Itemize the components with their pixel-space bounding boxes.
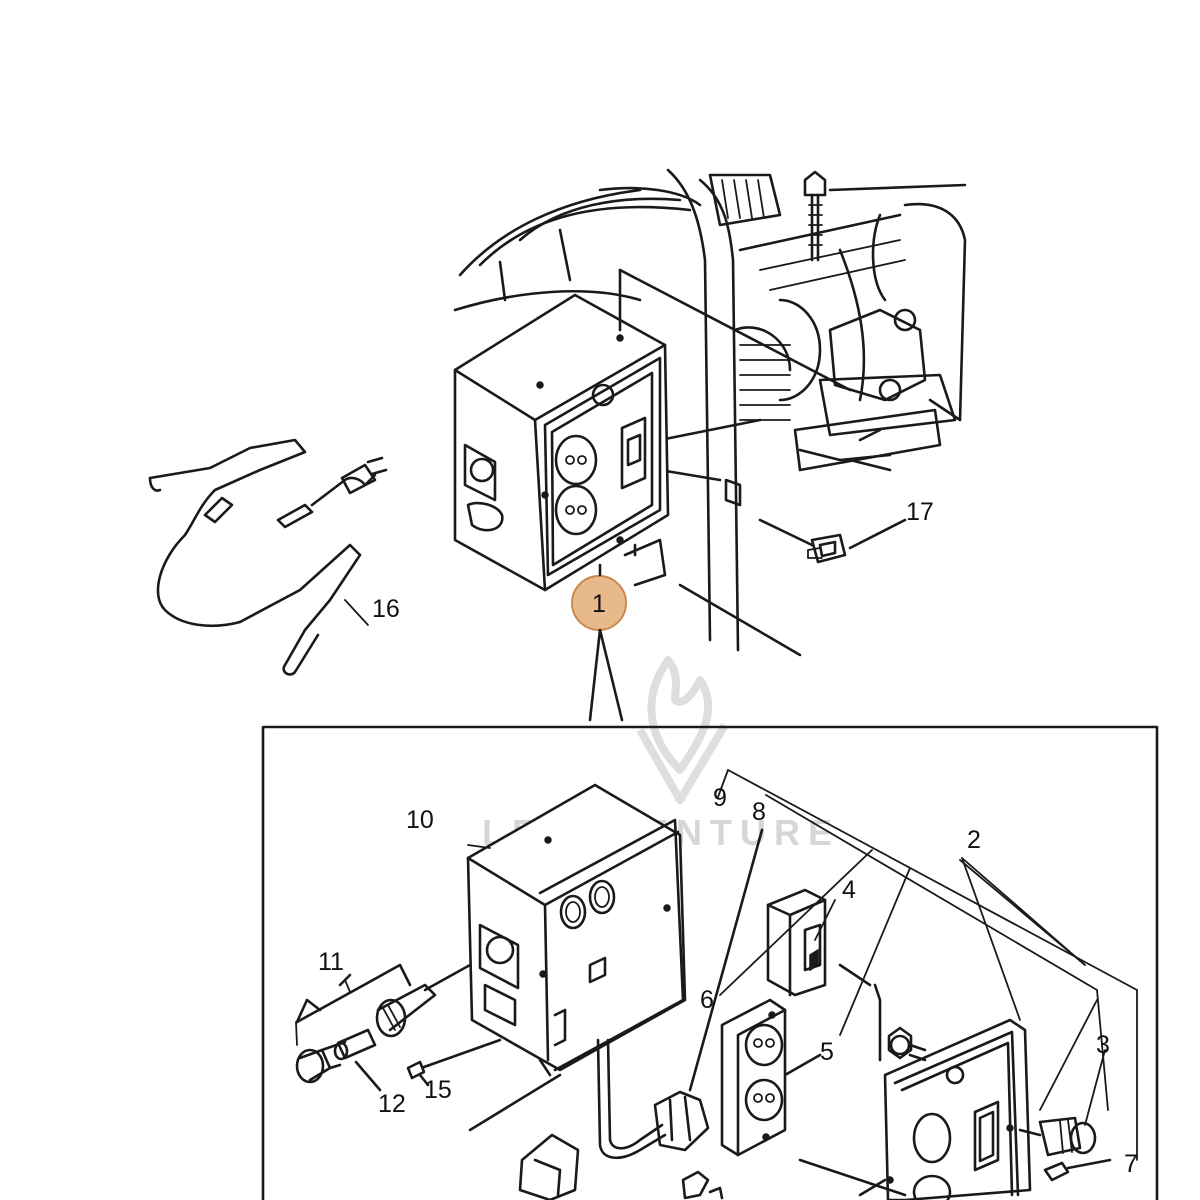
callout-3: 3 <box>1096 1031 1110 1059</box>
callout-9: 9 <box>713 784 727 812</box>
watermark-logo <box>636 656 729 804</box>
panel <box>883 1018 1032 1200</box>
callout-4: 4 <box>842 876 856 904</box>
callout-10: 10 <box>406 806 434 834</box>
engine-assembly <box>453 168 967 657</box>
control-box-assembled <box>453 268 670 592</box>
callout-1-leader-bottom <box>588 628 624 722</box>
box-body <box>466 783 687 1077</box>
callout-16: 16 <box>372 595 400 623</box>
callout-2: 2 <box>967 826 981 854</box>
callout-8: 8 <box>752 798 766 826</box>
exploded-view-frame <box>261 725 1159 1200</box>
leader-lines <box>295 599 1138 1161</box>
receptacle <box>720 998 822 1157</box>
callout-6: 6 <box>700 986 714 1014</box>
callout-5: 5 <box>820 1038 834 1066</box>
switch-and-harness <box>596 828 882 1159</box>
callout-15: 15 <box>424 1076 452 1104</box>
callout-11: 11 <box>318 948 344 976</box>
callout-7: 7 <box>1124 1150 1138 1178</box>
callout-12: 12 <box>378 1090 406 1118</box>
callout-highlight-1[interactable]: 1 <box>571 575 627 631</box>
callout-1-label: 1 <box>592 590 606 618</box>
bottom-parts <box>468 1073 907 1200</box>
lamp-assembly <box>1018 1116 1112 1182</box>
fuse-holder <box>295 963 502 1092</box>
charging-cable <box>148 438 388 676</box>
callout-17: 17 <box>906 498 934 526</box>
bolt-17 <box>758 518 907 564</box>
